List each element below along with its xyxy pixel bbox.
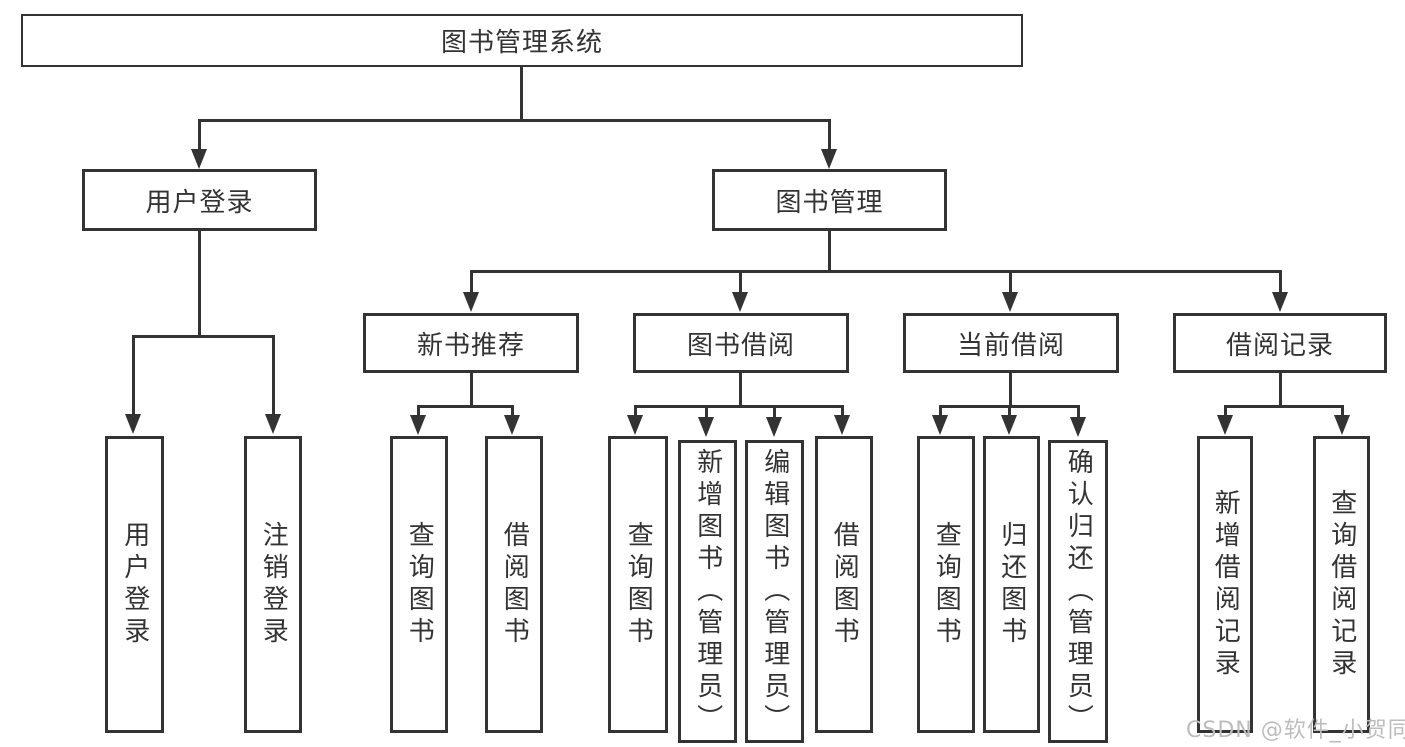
leaf-current-return-books-label: 归还图书: [996, 520, 1027, 649]
leaf-borrow-add-books-admin-label: 新增图书（管理员）: [692, 447, 723, 736]
connector-line: [1009, 373, 1012, 405]
leaf-newbook-query-books: 查询图书: [390, 436, 448, 733]
leaf-newbook-query-books-label: 查询图书: [404, 520, 435, 649]
node-book-borrow: 图书借阅: [633, 313, 849, 373]
leaf-borrow-edit-books-admin: 编辑图书（管理员）: [745, 440, 804, 743]
arrow-down-icon: [1001, 415, 1017, 435]
node-library-system: 图书管理系统: [21, 14, 1023, 67]
connector-line: [841, 405, 844, 417]
connector-line: [1008, 405, 1011, 417]
arrow-down-icon: [627, 415, 643, 435]
arrow-down-icon: [504, 415, 520, 435]
arrow-down-icon: [1002, 292, 1018, 312]
connector-line: [417, 405, 420, 417]
connector-line: [828, 231, 831, 272]
connector-line: [1279, 373, 1282, 405]
connector-line: [198, 231, 201, 335]
leaf-borrow-query-books: 查询图书: [608, 436, 668, 733]
arrow-down-icon: [463, 292, 479, 312]
arrow-down-icon: [410, 415, 426, 435]
leaf-current-query-books-label: 查询图书: [931, 520, 962, 649]
leaf-newbook-borrow-books-label: 借阅图书: [499, 520, 530, 649]
connector-line: [132, 335, 135, 417]
connector-line: [132, 335, 275, 338]
arrow-down-icon: [191, 149, 207, 169]
leaf-records-query-record: 查询借阅记录: [1313, 436, 1370, 733]
connector-line: [739, 272, 742, 296]
connector-line: [520, 66, 523, 119]
node-new-book-recommend-label: 新书推荐: [416, 330, 525, 361]
connector-line: [198, 119, 831, 122]
node-book-borrow-label: 图书借阅: [686, 330, 795, 361]
node-current-borrow-label: 当前借阅: [956, 330, 1065, 361]
connector-line: [939, 405, 942, 417]
node-book-management: 图书管理: [712, 169, 947, 231]
arrow-down-icon: [821, 149, 837, 169]
connector-line: [1224, 405, 1344, 408]
leaf-current-return-books: 归还图书: [983, 436, 1040, 733]
leaf-records-add-record-label: 新增借阅记录: [1210, 488, 1241, 681]
leaf-current-query-books: 查询图书: [917, 436, 975, 733]
arrow-down-icon: [932, 415, 948, 435]
node-book-management-label: 图书管理: [775, 187, 884, 218]
node-borrow-records-label: 借阅记录: [1225, 330, 1334, 361]
node-borrow-records: 借阅记录: [1173, 313, 1387, 373]
leaf-records-add-record: 新增借阅记录: [1197, 436, 1253, 733]
leaf-borrow-borrow-books: 借阅图书: [815, 436, 873, 733]
arrow-down-icon: [265, 414, 281, 434]
connector-line: [470, 373, 473, 405]
arrow-down-icon: [1272, 292, 1288, 312]
connector-line: [739, 373, 742, 405]
arrow-down-icon: [698, 417, 714, 437]
leaf-borrow-edit-books-admin-label: 编辑图书（管理员）: [759, 447, 790, 736]
node-library-system-label: 图书管理系统: [440, 28, 603, 58]
connector-line: [1009, 272, 1012, 296]
connector-line: [1341, 405, 1344, 417]
connector-line: [705, 405, 708, 419]
connector-line: [417, 405, 514, 408]
leaf-records-query-record-label: 查询借阅记录: [1326, 488, 1357, 681]
node-user-login-label: 用户登录: [145, 187, 254, 218]
connector-line: [511, 405, 514, 417]
leaf-current-confirm-return-admin: 确认归还（管理员）: [1048, 440, 1108, 743]
connector-line: [198, 119, 201, 151]
connector-line: [1224, 405, 1227, 417]
connector-line: [773, 405, 776, 419]
node-new-book-recommend: 新书推荐: [363, 313, 579, 373]
connector-line: [634, 405, 637, 417]
connector-line: [634, 405, 844, 408]
leaf-current-confirm-return-admin-label: 确认归还（管理员）: [1063, 447, 1094, 736]
leaf-borrow-add-books-admin: 新增图书（管理员）: [678, 440, 737, 743]
leaf-borrow-query-books-label: 查询图书: [623, 520, 654, 649]
arrow-down-icon: [125, 414, 141, 434]
arrow-down-icon: [834, 415, 850, 435]
arrow-down-icon: [1070, 417, 1086, 437]
arrow-down-icon: [732, 292, 748, 312]
arrow-down-icon: [1217, 415, 1233, 435]
leaf-user-login-label: 用户登录: [119, 520, 150, 649]
connector-line: [470, 270, 1282, 273]
connector-line: [272, 335, 275, 417]
node-user-login: 用户登录: [82, 169, 317, 231]
connector-line: [828, 119, 831, 151]
csdn-watermark: CSDN @软件_小贺同学: [1186, 718, 1405, 743]
leaf-newbook-borrow-books: 借阅图书: [485, 436, 543, 733]
leaf-user-login: 用户登录: [105, 436, 164, 733]
connector-line: [1077, 405, 1080, 419]
node-current-borrow: 当前借阅: [903, 313, 1119, 373]
connector-line: [470, 272, 473, 296]
connector-line: [1279, 272, 1282, 296]
leaf-logout-label: 注销登录: [258, 520, 289, 649]
leaf-logout: 注销登录: [244, 436, 302, 733]
leaf-borrow-borrow-books-label: 借阅图书: [829, 520, 860, 649]
arrow-down-icon: [766, 417, 782, 437]
arrow-down-icon: [1334, 415, 1350, 435]
